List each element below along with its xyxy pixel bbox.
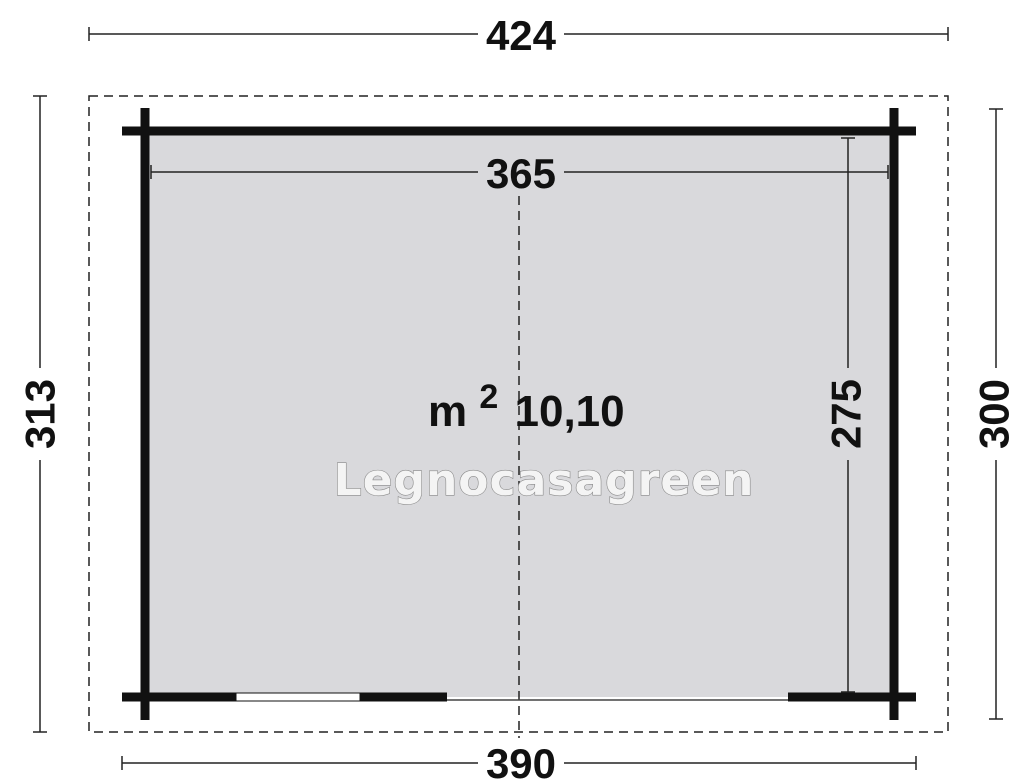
roof-outline (88, 95, 949, 733)
watermark-text: Legnocasagreen (334, 455, 755, 506)
dim-top-outer-label: 424 (486, 12, 557, 59)
dim-right-inner-label: 275 (823, 379, 870, 449)
dim-top-inner-label: 365 (486, 150, 556, 197)
door-opening (235, 692, 361, 702)
dim-bottom-label: 390 (486, 740, 556, 782)
area-label: m 2 10,10 (428, 369, 625, 436)
area-unit: m (428, 387, 467, 436)
area-value: 10,10 (515, 387, 625, 436)
dim-right-outer-label: 300 (971, 379, 1011, 449)
walls (122, 108, 916, 720)
dim-left-label: 313 (17, 379, 64, 449)
area-exponent: 2 (479, 378, 498, 416)
